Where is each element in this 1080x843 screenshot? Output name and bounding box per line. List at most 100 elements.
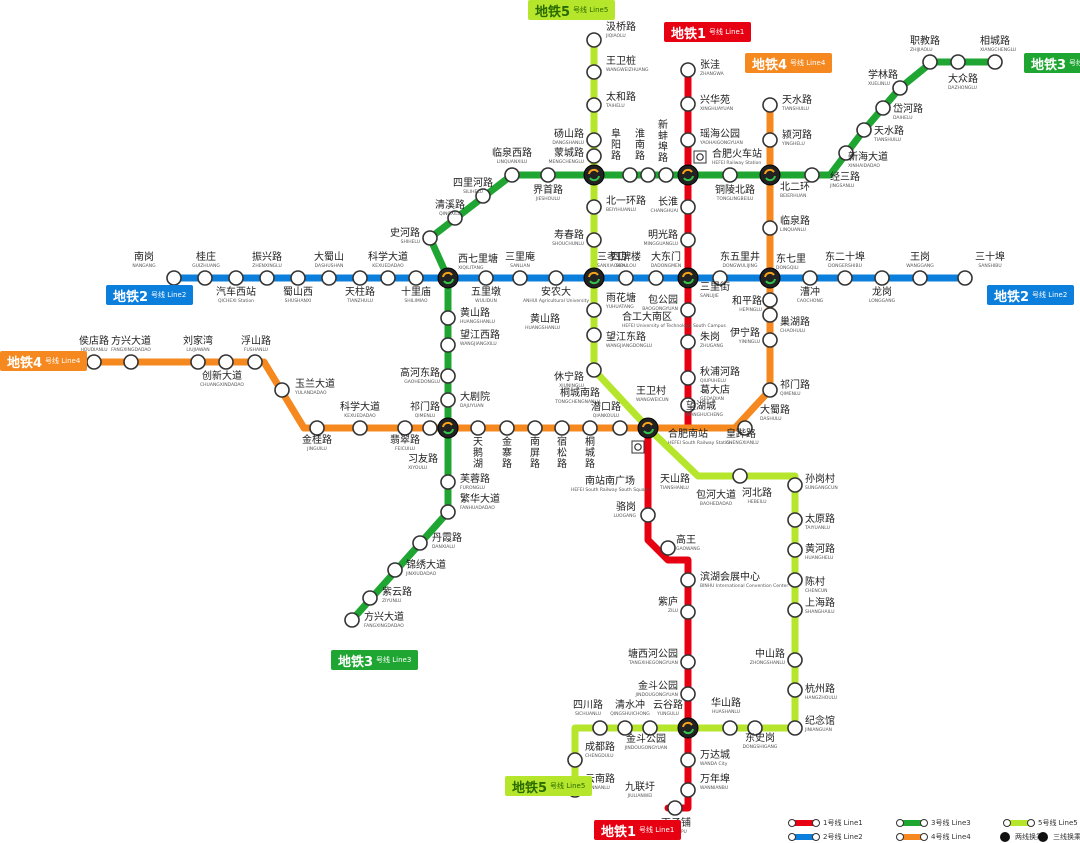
station[interactable]: 南屏路 [527, 420, 543, 470]
station[interactable]: 阜阳路 [611, 127, 638, 183]
transfer-station-icon[interactable] [583, 164, 605, 186]
station[interactable]: 金寨路 [499, 420, 515, 470]
transfer-station-icon[interactable] [437, 417, 459, 439]
station[interactable]: 天鹅湖 [470, 420, 486, 470]
transfer-station-icon[interactable] [759, 267, 781, 289]
transfer-station-icon[interactable] [637, 417, 659, 439]
transfer-station-icon[interactable] [677, 267, 699, 289]
station[interactable]: 桐城路 [582, 420, 598, 470]
transfer-station-icon[interactable] [759, 164, 781, 186]
transfer-station-icon[interactable] [583, 267, 605, 289]
transfer-station-icon[interactable] [437, 267, 459, 289]
station[interactable]: 淮南路 [635, 128, 656, 183]
